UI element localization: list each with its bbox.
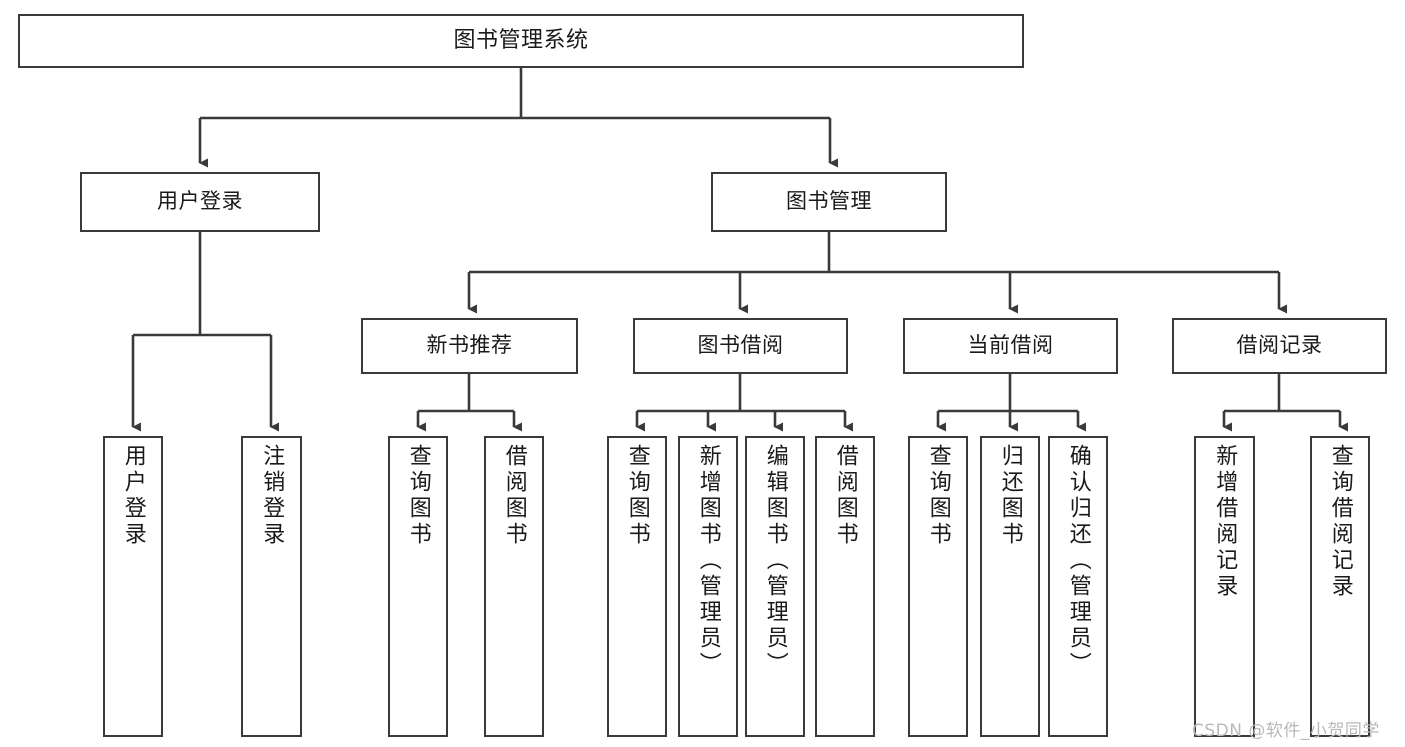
node-root-label: 图书管理系统: [453, 27, 589, 53]
node-leaf-borrow-book-2-label: 借阅图书: [832, 444, 858, 548]
node-borrow-record-label: 借阅记录: [1236, 333, 1323, 358]
node-borrow-record[interactable]: 借阅记录: [1172, 318, 1387, 374]
node-leaf-query-record[interactable]: 查询借阅记录: [1310, 436, 1370, 737]
node-current-borrow-label: 当前借阅: [967, 333, 1054, 358]
node-leaf-query-book-2-label: 查询图书: [624, 444, 650, 548]
node-leaf-return-book[interactable]: 归还图书: [980, 436, 1040, 737]
node-leaf-confirm-return-label: 确认归还（管理员）: [1065, 444, 1091, 678]
node-leaf-borrow-book-1[interactable]: 借阅图书: [484, 436, 544, 737]
node-leaf-user-logout-label: 注销登录: [259, 444, 285, 548]
node-leaf-query-book-1-label: 查询图书: [405, 444, 431, 548]
node-leaf-add-book-label: 新增图书（管理员）: [695, 444, 721, 678]
node-leaf-borrow-book-1-label: 借阅图书: [501, 444, 527, 548]
node-book-manage-label: 图书管理: [786, 189, 872, 214]
node-leaf-query-book-3[interactable]: 查询图书: [908, 436, 968, 737]
node-leaf-borrow-book-2[interactable]: 借阅图书: [815, 436, 875, 737]
node-current-borrow[interactable]: 当前借阅: [903, 318, 1118, 374]
node-user-login[interactable]: 用户登录: [80, 172, 320, 232]
node-leaf-query-book-3-label: 查询图书: [925, 444, 951, 548]
node-leaf-query-book-2[interactable]: 查询图书: [607, 436, 667, 737]
node-leaf-edit-book-label: 编辑图书（管理员）: [762, 444, 788, 678]
node-book-borrow[interactable]: 图书借阅: [633, 318, 848, 374]
node-leaf-edit-book[interactable]: 编辑图书（管理员）: [745, 436, 805, 737]
node-leaf-user-login-label: 用户登录: [120, 444, 146, 548]
node-leaf-user-logout[interactable]: 注销登录: [241, 436, 302, 737]
node-leaf-return-book-label: 归还图书: [997, 444, 1023, 548]
node-leaf-query-record-label: 查询借阅记录: [1327, 444, 1353, 600]
node-new-book-recommend-label: 新书推荐: [426, 333, 513, 358]
node-leaf-add-book[interactable]: 新增图书（管理员）: [678, 436, 738, 737]
node-leaf-add-record[interactable]: 新增借阅记录: [1194, 436, 1255, 737]
node-leaf-query-book-1[interactable]: 查询图书: [388, 436, 448, 737]
node-book-borrow-label: 图书借阅: [697, 333, 784, 358]
node-book-manage[interactable]: 图书管理: [711, 172, 947, 232]
node-leaf-add-record-label: 新增借阅记录: [1212, 444, 1238, 600]
node-new-book-recommend[interactable]: 新书推荐: [361, 318, 578, 374]
node-root[interactable]: 图书管理系统: [18, 14, 1024, 68]
node-user-login-label: 用户登录: [157, 189, 243, 214]
node-leaf-confirm-return[interactable]: 确认归还（管理员）: [1048, 436, 1108, 737]
node-leaf-user-login[interactable]: 用户登录: [103, 436, 163, 737]
csdn-watermark: CSDN @软件_小贺同学: [1192, 721, 1380, 741]
